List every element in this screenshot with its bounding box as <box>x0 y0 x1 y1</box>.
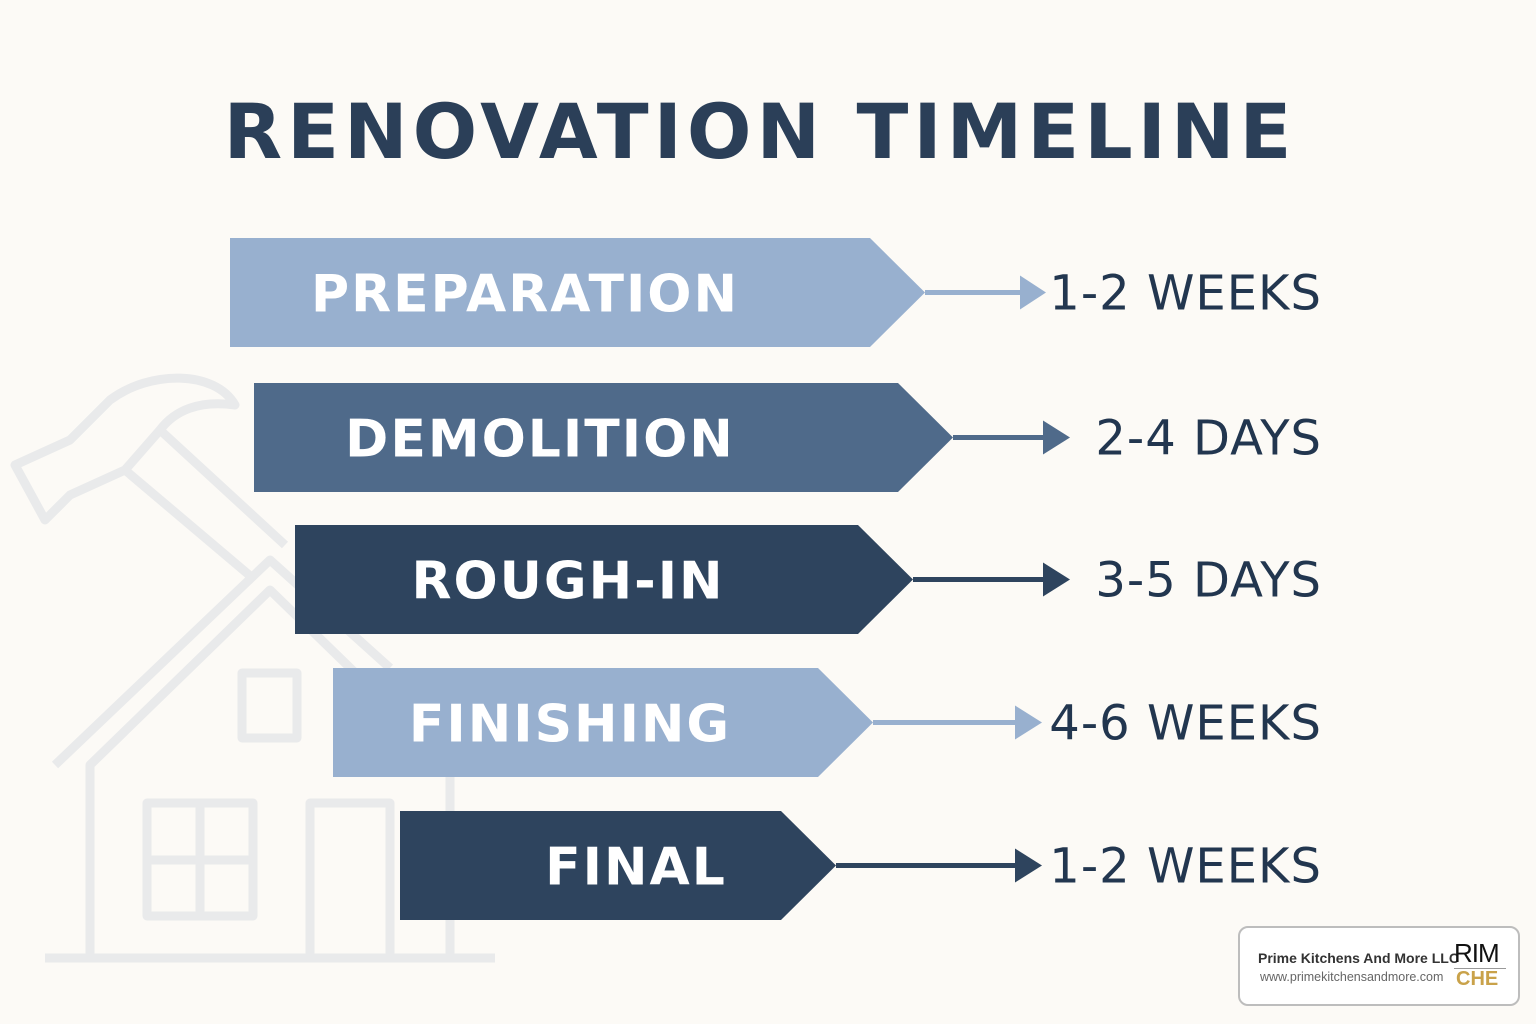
phase-duration: 3-5 DAYS <box>1095 553 1322 609</box>
phase-label: ROUGH-IN <box>411 552 724 612</box>
phase-row: DEMOLITION 2-4 DAYS <box>254 383 1322 492</box>
phase-row: ROUGH-IN 3-5 DAYS <box>295 525 1322 634</box>
phase-label: PREPARATION <box>311 265 739 325</box>
company-badge[interactable]: Prime Kitchens And More LLC www.primekit… <box>1238 926 1520 1006</box>
phase-label: DEMOLITION <box>345 410 735 470</box>
arrow-head-icon <box>1020 275 1046 310</box>
phase-duration: 1-2 WEEKS <box>1049 839 1322 895</box>
phase-banner <box>254 383 953 492</box>
arrow-head-icon <box>1043 420 1070 455</box>
arrow-head-icon <box>1043 562 1070 597</box>
phase-banner <box>230 238 925 347</box>
company-url[interactable]: www.primekitchensandmore.com <box>1260 970 1444 984</box>
arrow-head-icon <box>1015 848 1042 883</box>
phase-row: PREPARATION 1-2 WEEKS <box>230 238 1322 347</box>
page-title: RENOVATION TIMELINE <box>224 87 1297 176</box>
phase-duration: 4-6 WEEKS <box>1049 696 1322 752</box>
phase-duration: 1-2 WEEKS <box>1049 266 1322 322</box>
phase-banner <box>295 525 913 634</box>
phase-duration: 2-4 DAYS <box>1095 411 1322 467</box>
phase-label: FINISHING <box>409 695 731 755</box>
phase-label: FINAL <box>545 838 727 898</box>
house-hammer-illustration <box>10 373 495 963</box>
company-name: Prime Kitchens And More LLC <box>1258 950 1459 966</box>
phase-banner <box>400 811 836 920</box>
phase-banner <box>333 668 873 777</box>
arrow-head-icon <box>1015 705 1042 740</box>
phase-row: FINAL 1-2 WEEKS <box>400 811 1322 920</box>
phase-row: FINISHING 4-6 WEEKS <box>333 668 1322 777</box>
